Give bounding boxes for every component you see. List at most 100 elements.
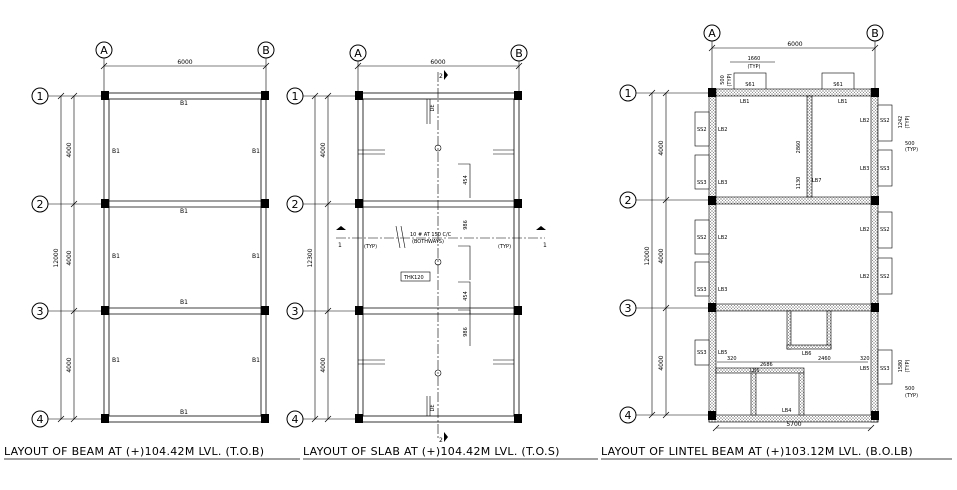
svg-text:2686: 2686	[760, 362, 773, 368]
drawing-titles: LAYOUT OF BEAM AT (+)104.42M LVL. (T.O.B…	[4, 445, 952, 460]
svg-text:DE: DE	[430, 404, 436, 411]
svg-text:320: 320	[727, 356, 737, 362]
columns	[101, 91, 269, 423]
grid-bubble-a: A	[703, 24, 721, 42]
grid-bubble-1: 1	[286, 87, 304, 105]
svg-text:B1: B1	[180, 299, 188, 306]
svg-text:(TYP): (TYP)	[905, 393, 918, 399]
svg-text:B1: B1	[112, 148, 120, 155]
svg-text:(TYP): (TYP)	[747, 64, 760, 70]
slab-layout-title: LAYOUT OF SLAB AT (+)104.42M LVL. (T.O.S…	[303, 445, 560, 458]
rebar-marks	[358, 99, 514, 416]
svg-text:(TYP): (TYP)	[905, 115, 911, 128]
columns	[355, 91, 522, 423]
svg-text:LB1: LB1	[838, 99, 847, 105]
dim-span-2: 4000	[66, 250, 73, 265]
svg-text:SS2: SS2	[697, 235, 707, 241]
grid-bubble-3: 3	[286, 302, 304, 320]
rebar-note: 10 # AT 150 C/C	[410, 232, 452, 238]
svg-text:B1: B1	[180, 208, 188, 215]
dim-span-1: 4000	[658, 140, 665, 155]
svg-text:B1: B1	[252, 357, 260, 364]
grid-bubble-b: B	[510, 44, 528, 62]
svg-text:2860: 2860	[796, 141, 802, 154]
svg-text:1: 1	[292, 90, 299, 103]
svg-text:B1: B1	[180, 409, 188, 416]
svg-text:3: 3	[292, 305, 299, 318]
svg-text:SS3: SS3	[697, 180, 707, 186]
beam-layout-title: LAYOUT OF BEAM AT (+)104.42M LVL. (T.O.B…	[4, 445, 264, 458]
svg-text:B1: B1	[180, 100, 188, 107]
svg-text:B1: B1	[112, 357, 120, 364]
svg-text:LB4: LB4	[782, 408, 791, 414]
svg-text:LB1: LB1	[740, 99, 749, 105]
dim-width: 6000	[430, 59, 445, 66]
svg-text:SS2: SS2	[880, 274, 890, 280]
lintel-layout-title: LAYOUT OF LINTEL BEAM AT (+)103.12M LVL.…	[601, 445, 913, 458]
svg-text:LB2: LB2	[860, 118, 869, 124]
dim-span-3: 4000	[320, 357, 327, 372]
dim-total: 12000	[644, 246, 651, 265]
svg-text:S61: S61	[833, 82, 843, 88]
svg-text:SS3: SS3	[880, 166, 890, 172]
svg-text:LB5: LB5	[860, 366, 869, 372]
svg-text:2: 2	[37, 198, 44, 211]
svg-text:LB5: LB5	[718, 350, 727, 356]
svg-text:(TYP): (TYP)	[905, 359, 911, 372]
svg-text:A: A	[708, 27, 716, 40]
svg-text:500: 500	[720, 75, 726, 85]
beam-labels: B1 B1 B1 B1 B1 B1 B1 B1 B1 B1	[112, 100, 260, 416]
svg-text:4: 4	[37, 413, 44, 426]
svg-text:1130: 1130	[796, 177, 802, 190]
svg-text:B: B	[871, 27, 879, 40]
dim-width: 6000	[787, 41, 802, 48]
grid-bubble-3: 3	[619, 299, 637, 317]
svg-text:SS3: SS3	[880, 366, 890, 372]
svg-text:SS2: SS2	[880, 227, 890, 233]
svg-text:LB6: LB6	[750, 368, 759, 374]
slab-beam-lines	[357, 92, 520, 423]
grid-bubble-2: 2	[619, 191, 637, 209]
svg-text:LB2: LB2	[860, 227, 869, 233]
dim-span-2: 4000	[658, 248, 665, 263]
svg-text:(TYP): (TYP)	[498, 244, 511, 250]
dim-span-1: 4000	[320, 142, 327, 157]
svg-text:2460: 2460	[818, 356, 831, 362]
grid-bubble-b: B	[866, 24, 884, 42]
beam-lines	[103, 92, 267, 423]
sunshade-labels: SS2 SS3 SS2 SS3 SS3 SS2 SS3 SS2 SS2 SS3	[697, 118, 890, 372]
svg-text:LB3: LB3	[718, 287, 727, 293]
lintel-labels: LB1 LB1 LB2 LB3 LB2 LB3 LB5 LB2 LB3 LB2 …	[718, 99, 869, 414]
svg-text:320: 320	[860, 356, 870, 362]
svg-text:2: 2	[292, 198, 299, 211]
grid-bubble-2: 2	[286, 195, 304, 213]
section-mark-top: 2	[439, 73, 443, 80]
svg-text:SS2: SS2	[880, 118, 890, 124]
section-mark-bottom: 2	[439, 437, 443, 444]
svg-text:SS2: SS2	[697, 127, 707, 133]
lintel-layout-panel: A B 6000 1660 (TYP) 500 (TYP) S61 S61 1 …	[619, 24, 918, 432]
svg-text:(TYP): (TYP)	[905, 147, 918, 153]
svg-text:4: 4	[625, 409, 632, 422]
svg-text:LB6: LB6	[802, 351, 811, 357]
dim-width-lintel: 5700	[786, 421, 801, 428]
grid-bubble-2: 2	[31, 195, 49, 213]
svg-text:3: 3	[37, 305, 44, 318]
svg-text:B1: B1	[252, 253, 260, 260]
grid-bubble-a: A	[95, 41, 113, 59]
slab-dim-a1: 454	[463, 175, 469, 185]
svg-text:B: B	[262, 44, 270, 57]
grid-bubble-4: 4	[286, 410, 304, 428]
beam-layout-panel: A B 6000 1 2 3 4	[31, 41, 275, 428]
svg-text:500: 500	[905, 141, 915, 147]
columns	[708, 88, 879, 420]
dim-span-3: 4000	[658, 355, 665, 370]
svg-text:1: 1	[625, 87, 632, 100]
slab-layout-panel: A B 6000 1 2 3 4	[286, 44, 547, 444]
svg-text:SS3: SS3	[697, 287, 707, 293]
svg-text:1660: 1660	[748, 56, 761, 62]
svg-text:LB2: LB2	[718, 127, 727, 133]
svg-text:LB3: LB3	[718, 180, 727, 186]
slab-thickness: THK120	[403, 275, 424, 281]
